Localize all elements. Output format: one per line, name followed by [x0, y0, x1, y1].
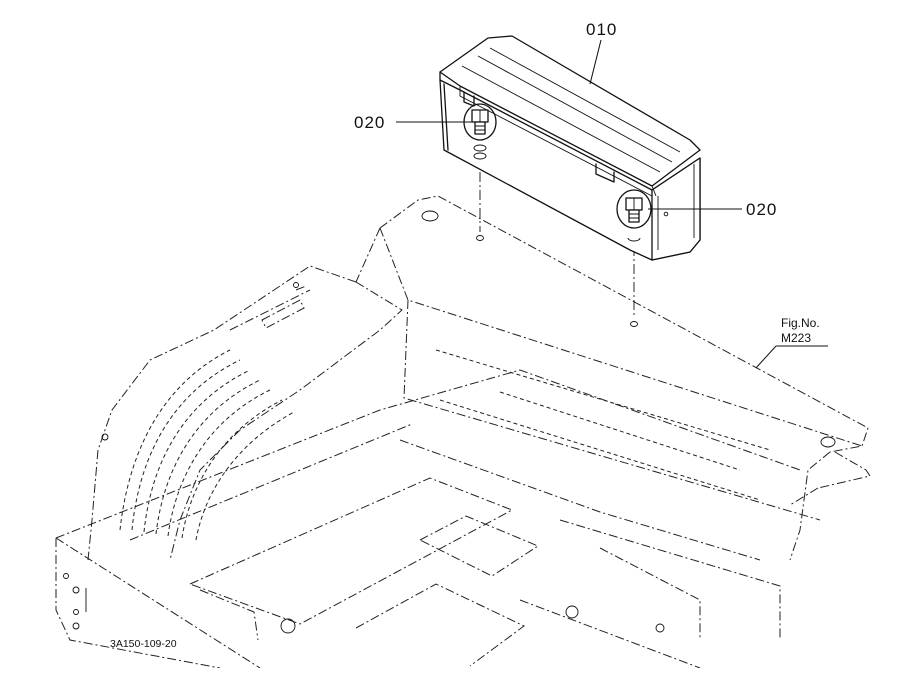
part-label-020-right: 020 — [746, 200, 777, 219]
drawing-code: 3A150-109-20 — [110, 638, 177, 650]
figure-ref-number: M223 — [781, 331, 811, 345]
part-label-020-left: 020 — [354, 113, 385, 132]
tool-box-part-010 — [439, 35, 701, 261]
bolt-part-020-right — [616, 189, 652, 229]
bolt-part-020-left — [463, 103, 497, 141]
phantom-frame — [55, 195, 871, 669]
figure-ref-label: Fig.No. — [781, 316, 820, 330]
part-label-010: 010 — [586, 20, 617, 39]
leader-lines — [396, 39, 828, 369]
